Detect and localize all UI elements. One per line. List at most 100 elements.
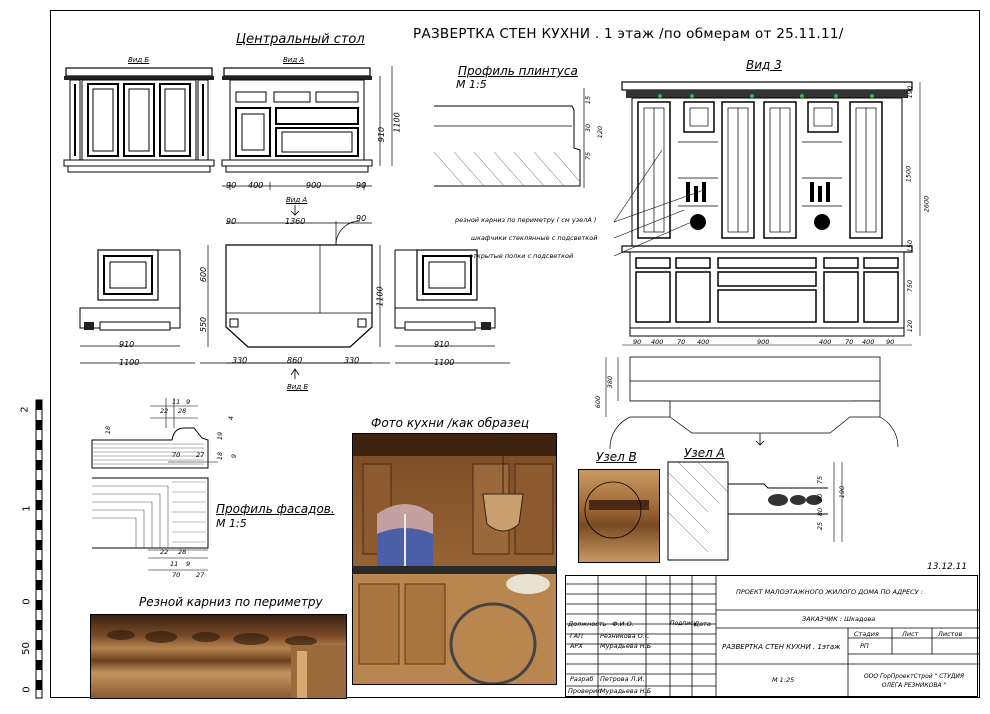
v3-dim-900: 900: [757, 338, 770, 346]
central-table-dim-line: [222, 182, 372, 190]
plan-dim-90-right: 90: [356, 214, 367, 223]
scale-segment: [36, 560, 42, 570]
plan-dim-330-left: 330: [232, 356, 248, 365]
stamp-col-sign: Подпись: [670, 620, 697, 627]
view3-plan-dim-380: 380: [606, 375, 615, 389]
sheet-title: РАЗВЕРТКА СТЕН КУХНИ . 1 этаж /по обмера…: [413, 26, 844, 42]
view3-dim-120: 120: [906, 319, 915, 333]
plan-dim-1360: 1360: [285, 217, 306, 226]
stamp-sheets-header: Листов: [938, 630, 963, 638]
scale-segment: [36, 600, 42, 610]
scale-bar-graphic: [35, 399, 43, 699]
view3-dim-2600: 2600: [922, 195, 931, 213]
central-table-plan: [200, 205, 390, 379]
view3-plan-dim-600: 600: [594, 395, 603, 409]
central-table-heading: Центральный стол: [236, 32, 365, 47]
scale-segment: [36, 660, 42, 670]
node-dim-190: 190: [838, 485, 847, 499]
sheet-date: 13.12.11: [927, 562, 968, 572]
facade-dim-4: 4: [227, 415, 236, 421]
v3-dim-400a: 400: [651, 338, 664, 346]
central-table-view-a: [221, 66, 393, 173]
plinth-dim-75: 75: [584, 151, 593, 161]
central-table-side-right: [394, 249, 510, 364]
stamp-role-razrab: Разраб: [570, 675, 594, 683]
side-right-dim-1100: 1100: [434, 358, 455, 367]
v3-dim-90b: 90: [886, 338, 895, 346]
side-left-dim-1100: 1100: [119, 358, 140, 367]
scale-segment: [36, 500, 42, 510]
photo-heading: Фото кухни /как образец: [371, 416, 530, 430]
plan-dim-1100: 1100: [375, 286, 385, 307]
facade-dim-9: 9: [186, 398, 191, 406]
side-left-dim-910: 910: [119, 340, 135, 349]
node-b-heading: Узел В: [596, 450, 637, 464]
facade-dim-b-22: 22: [160, 548, 169, 556]
sheet-frame: [50, 10, 980, 698]
plinth-dim-30: 30: [584, 123, 593, 133]
facade-dim-28: 28: [178, 407, 187, 415]
node-dim-25: 25: [816, 521, 825, 531]
facade-dim-18b: 18: [216, 451, 225, 461]
side-right-dim-910: 910: [434, 340, 450, 349]
plan-view-b-label: Вид Б: [287, 383, 309, 391]
scale-segment: [36, 400, 42, 410]
v3-dim-70b: 70: [845, 338, 854, 346]
node-b-photo: [578, 469, 660, 563]
view3-leader-lines: [613, 149, 705, 257]
v3-dim-70a: 70: [677, 338, 686, 346]
plinth-dim-120: 120: [596, 125, 605, 139]
dim-910-height: 910: [377, 126, 387, 143]
dim-400-a: 400: [248, 181, 264, 190]
v3-dim-400b: 400: [697, 338, 710, 346]
node-a-heading: Узел А: [684, 446, 725, 460]
stamp-name-check: Мурадьева Н.Б: [600, 687, 652, 695]
facade-scale: М 1:5: [216, 517, 247, 530]
view3-heading: Вид 3: [746, 58, 782, 72]
v3-dim-400d: 400: [862, 338, 875, 346]
stamp-name-arh: Мурадьева Н.Б: [600, 642, 652, 650]
scale-segment: [36, 540, 42, 550]
view-b-label-top: Вид Б: [128, 56, 150, 64]
stamp-role-arh: АРХ: [570, 642, 583, 650]
plan-dim-90-left: 90: [226, 217, 237, 226]
scale-label-0: 0: [21, 598, 33, 605]
scale-segment: [36, 420, 42, 430]
plinth-profile: [433, 88, 585, 188]
central-table-view-b: [63, 67, 215, 173]
view3-elevation: [621, 81, 921, 337]
stamp-col-date: Дата: [694, 620, 711, 628]
view3-note-shelves: открытые полки с подсветкой: [469, 252, 574, 260]
v3-dim-400c: 400: [819, 338, 832, 346]
scale-segment: [36, 580, 42, 590]
dim-1100-height: 1100: [392, 112, 402, 133]
kitchen-photo: [352, 433, 557, 685]
view-a-label-top: Вид А: [283, 56, 305, 64]
facade-dim-b-9: 9: [186, 560, 191, 568]
scale-bar: [22, 399, 43, 699]
plinth-scale: М 1:5: [456, 78, 487, 91]
plinth-dim-15: 15: [584, 95, 593, 105]
view3-note-glass: шкафчики стеклянные с подсветкой: [471, 234, 598, 242]
facade-dim-b-11: 11: [170, 560, 179, 568]
stamp-col-role: Должность: [568, 620, 607, 628]
node-dim-75: 75: [816, 475, 825, 485]
stamp-role-gap: ГАП: [570, 632, 583, 640]
v3-dim-90a: 90: [633, 338, 642, 346]
plan-dim-550: 550: [199, 316, 209, 333]
stamp-project: ПРОЕКТ МАЛОЭТАЖНОГО ЖИЛОГО ДОМА ПО АДРЕС…: [736, 588, 923, 596]
facade-dim-b-70: 70: [172, 571, 181, 579]
view3-dim-150: 150: [906, 239, 915, 253]
node-dim-80: 80: [816, 507, 825, 517]
plan-dim-860: 860: [287, 356, 303, 365]
plan-dim-600: 600: [199, 266, 209, 283]
view3-dim-1500: 1500: [904, 165, 913, 183]
facade-dim-18: 18: [104, 425, 113, 435]
facade-profile: [91, 398, 218, 571]
facade-dim-b-27: 27: [196, 571, 205, 579]
cornice-photo: [90, 614, 347, 699]
scale-label-50: 50: [20, 642, 32, 655]
scale-segment: [36, 680, 42, 690]
facade-dim-19: 19: [216, 431, 225, 441]
view3-dim-190: 190: [906, 85, 915, 99]
